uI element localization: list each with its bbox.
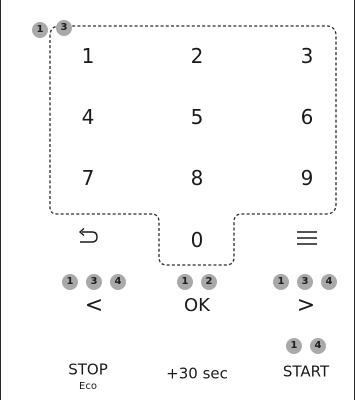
hamburger-menu-icon[interactable] <box>296 230 318 250</box>
start-button[interactable]: START <box>282 362 330 381</box>
stop-eco-label: Eco <box>79 381 97 392</box>
key-8[interactable]: 8 <box>190 166 204 190</box>
back-arrow-icon[interactable] <box>76 227 100 250</box>
plus-30-sec-button[interactable]: +30 sec <box>166 364 228 383</box>
key-1[interactable]: 1 <box>81 44 95 68</box>
badge: 1 <box>177 274 193 290</box>
badge: 4 <box>110 274 126 290</box>
badge: 3 <box>56 20 72 36</box>
badge: 1 <box>273 274 289 290</box>
key-4[interactable]: 4 <box>81 105 95 129</box>
badge: 1 <box>286 338 302 354</box>
key-5[interactable]: 5 <box>190 105 204 129</box>
key-2[interactable]: 2 <box>190 44 204 68</box>
badge: 3 <box>86 274 102 290</box>
key-3[interactable]: 3 <box>300 44 314 68</box>
key-6[interactable]: 6 <box>300 105 314 129</box>
badge: 3 <box>297 274 313 290</box>
stop-button[interactable]: STOP <box>68 360 108 379</box>
badge: 1 <box>32 22 48 38</box>
badge: 4 <box>310 338 326 354</box>
key-7[interactable]: 7 <box>81 166 95 190</box>
badge: 4 <box>321 274 337 290</box>
right-arrow-button[interactable]: > <box>296 293 316 318</box>
left-arrow-button[interactable]: < <box>84 293 104 318</box>
ok-button[interactable]: OK <box>184 295 210 316</box>
key-9[interactable]: 9 <box>300 166 314 190</box>
badge: 1 <box>62 274 78 290</box>
badge: 2 <box>201 274 217 290</box>
key-0[interactable]: 0 <box>190 228 204 252</box>
